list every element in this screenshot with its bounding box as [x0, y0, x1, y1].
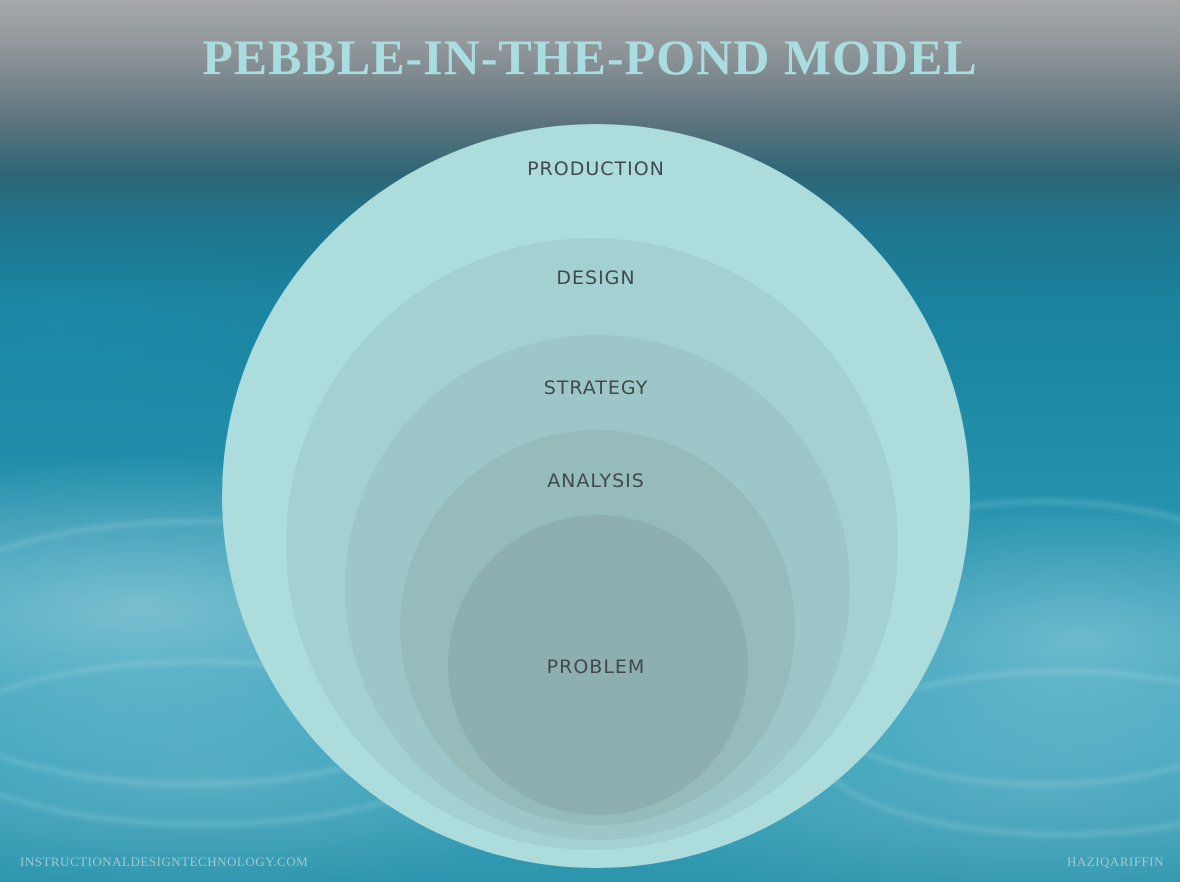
footer-author: HAZIQARIFFIN	[1067, 854, 1164, 869]
ring-label-analysis: ANALYSIS	[547, 470, 645, 492]
ring-label-problem: PROBLEM	[546, 656, 646, 678]
ring-problem	[448, 515, 748, 815]
footer-website: INSTRUCTIONALDESIGNTECHNOLOGY.COM	[20, 854, 309, 869]
ring-label-strategy: STRATEGY	[543, 377, 649, 399]
ring-label-design: DESIGN	[556, 267, 636, 289]
page-title: PEBBLE-IN-THE-POND MODEL	[202, 29, 978, 85]
ring-label-production: PRODUCTION	[527, 158, 665, 180]
